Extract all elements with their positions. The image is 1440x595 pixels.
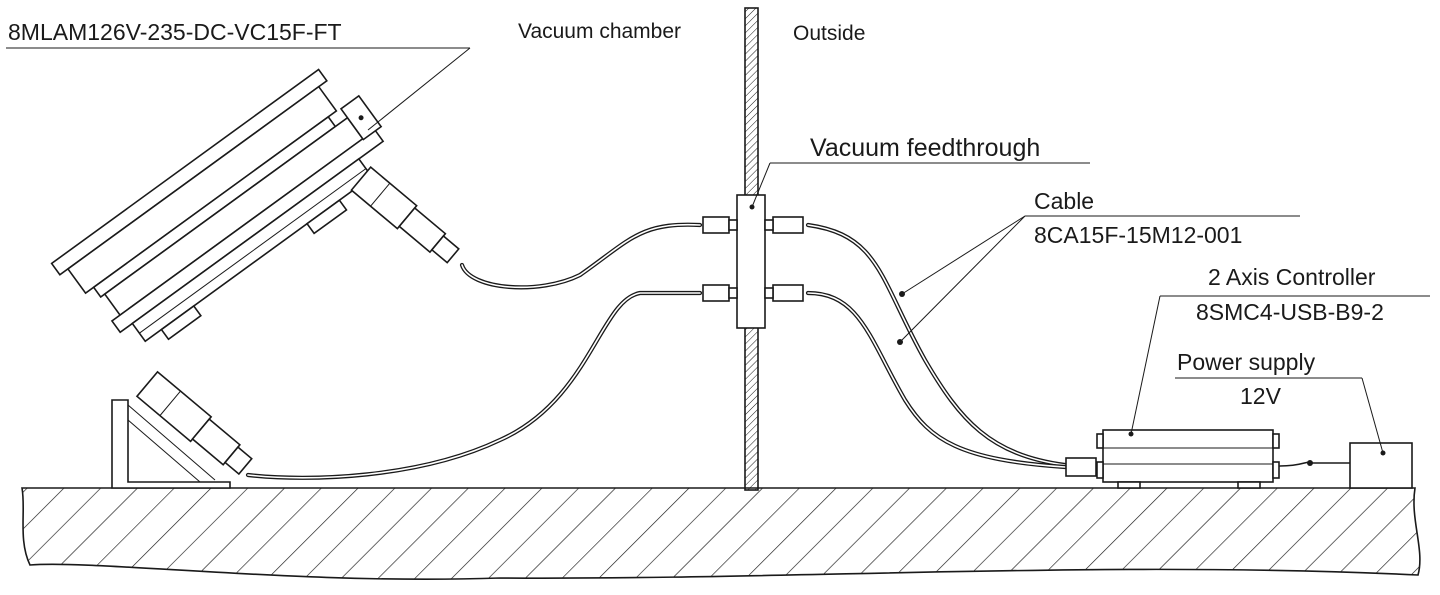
outer-cables — [805, 222, 1351, 470]
cable-title-label: Cable — [1034, 188, 1094, 214]
power-supply — [1349, 442, 1413, 489]
outside-label: Outside — [793, 22, 865, 45]
controller-title-label: 2 Axis Controller — [1208, 264, 1376, 290]
controller-model-label: 8SMC4-USB-B9-2 — [1196, 299, 1384, 325]
ground — [21, 487, 1421, 581]
power-title-label: Power supply — [1177, 349, 1316, 375]
vacuum-feedthrough — [702, 194, 804, 329]
inner-cables — [245, 222, 703, 480]
cable-model-label: 8CA15F-15M12-001 — [1034, 222, 1242, 248]
linear-stage-assembly — [50, 68, 460, 489]
stage-model-label: 8MLAM126V-235-DC-VC15F-FT — [8, 19, 342, 45]
feedthrough-label: Vacuum feedthrough — [810, 134, 1040, 162]
power-value-label: 12V — [1240, 383, 1282, 409]
labels: 8MLAM126V-235-DC-VC15F-FT Vacuum chamber… — [8, 19, 1384, 409]
vacuum-chamber-label: Vacuum chamber — [518, 20, 681, 43]
leader-lines — [6, 47, 1430, 454]
axis-controller — [1065, 429, 1280, 489]
